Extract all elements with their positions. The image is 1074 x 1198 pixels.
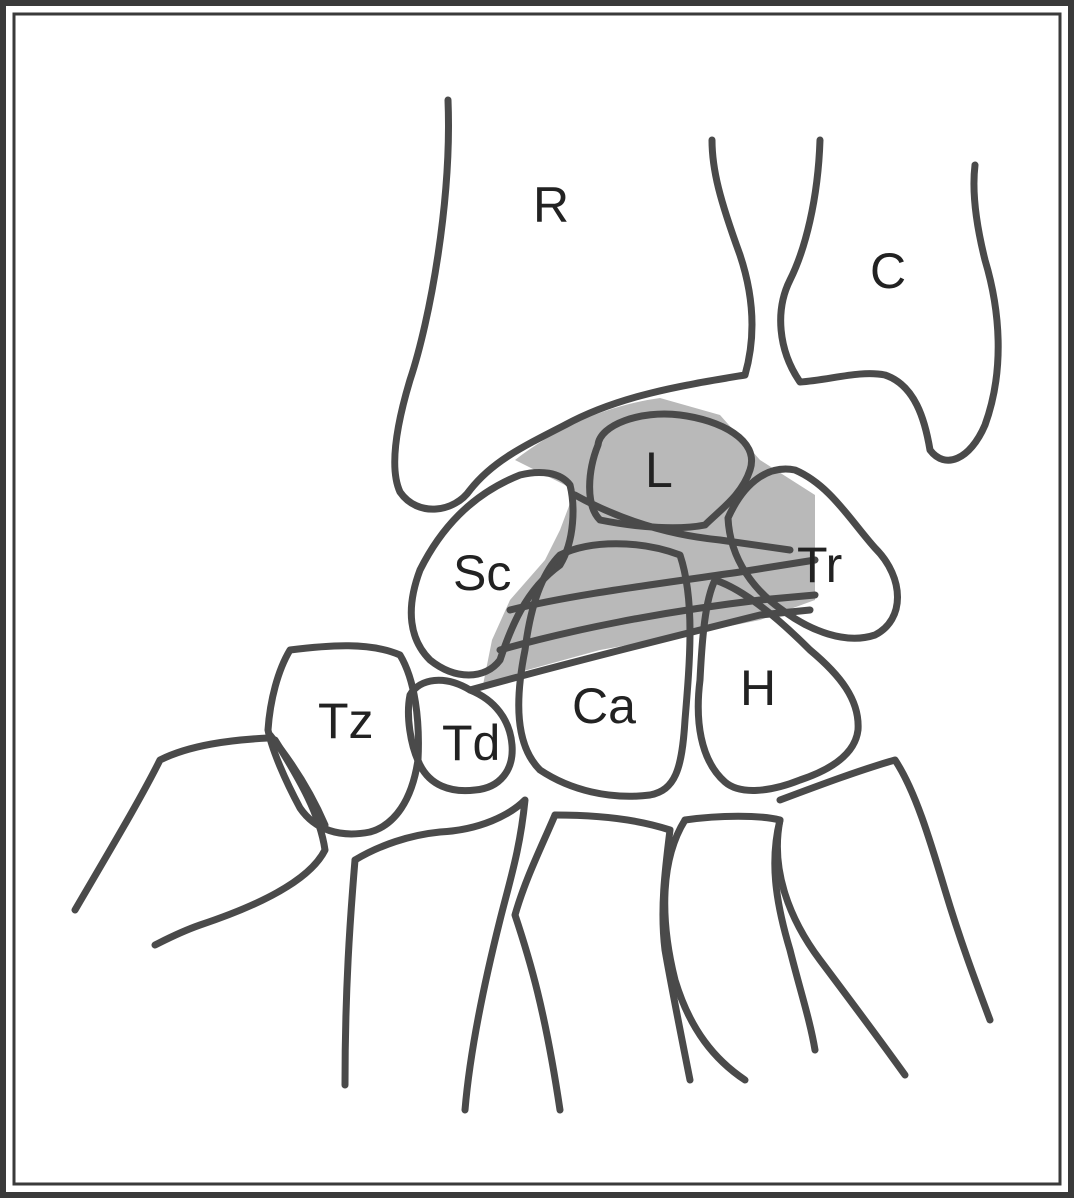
metacarpal-4-left: [665, 820, 745, 1080]
label-triquetrum: Tr: [797, 537, 842, 593]
metacarpal-2-outline: [355, 800, 525, 1110]
metacarpal-5-outline: [780, 760, 990, 1020]
ulna-outline: [781, 140, 998, 460]
label-lunate: L: [645, 442, 673, 498]
label-capitate: Ca: [572, 678, 636, 734]
label-radius: R: [533, 177, 569, 233]
metacarpal-2-left: [345, 860, 355, 1085]
label-trapezium: Tz: [318, 693, 374, 749]
label-ulna: C: [870, 243, 906, 299]
label-trapezoid: Td: [442, 715, 500, 771]
metacarpal-5-left: [777, 820, 905, 1075]
metacarpal-3-left: [515, 815, 560, 1110]
metacarpal-1-outline: [75, 738, 268, 910]
metacarpal-4-outline: [685, 816, 815, 1050]
label-scaphoid: Sc: [453, 545, 511, 601]
label-hamate: H: [740, 660, 776, 716]
